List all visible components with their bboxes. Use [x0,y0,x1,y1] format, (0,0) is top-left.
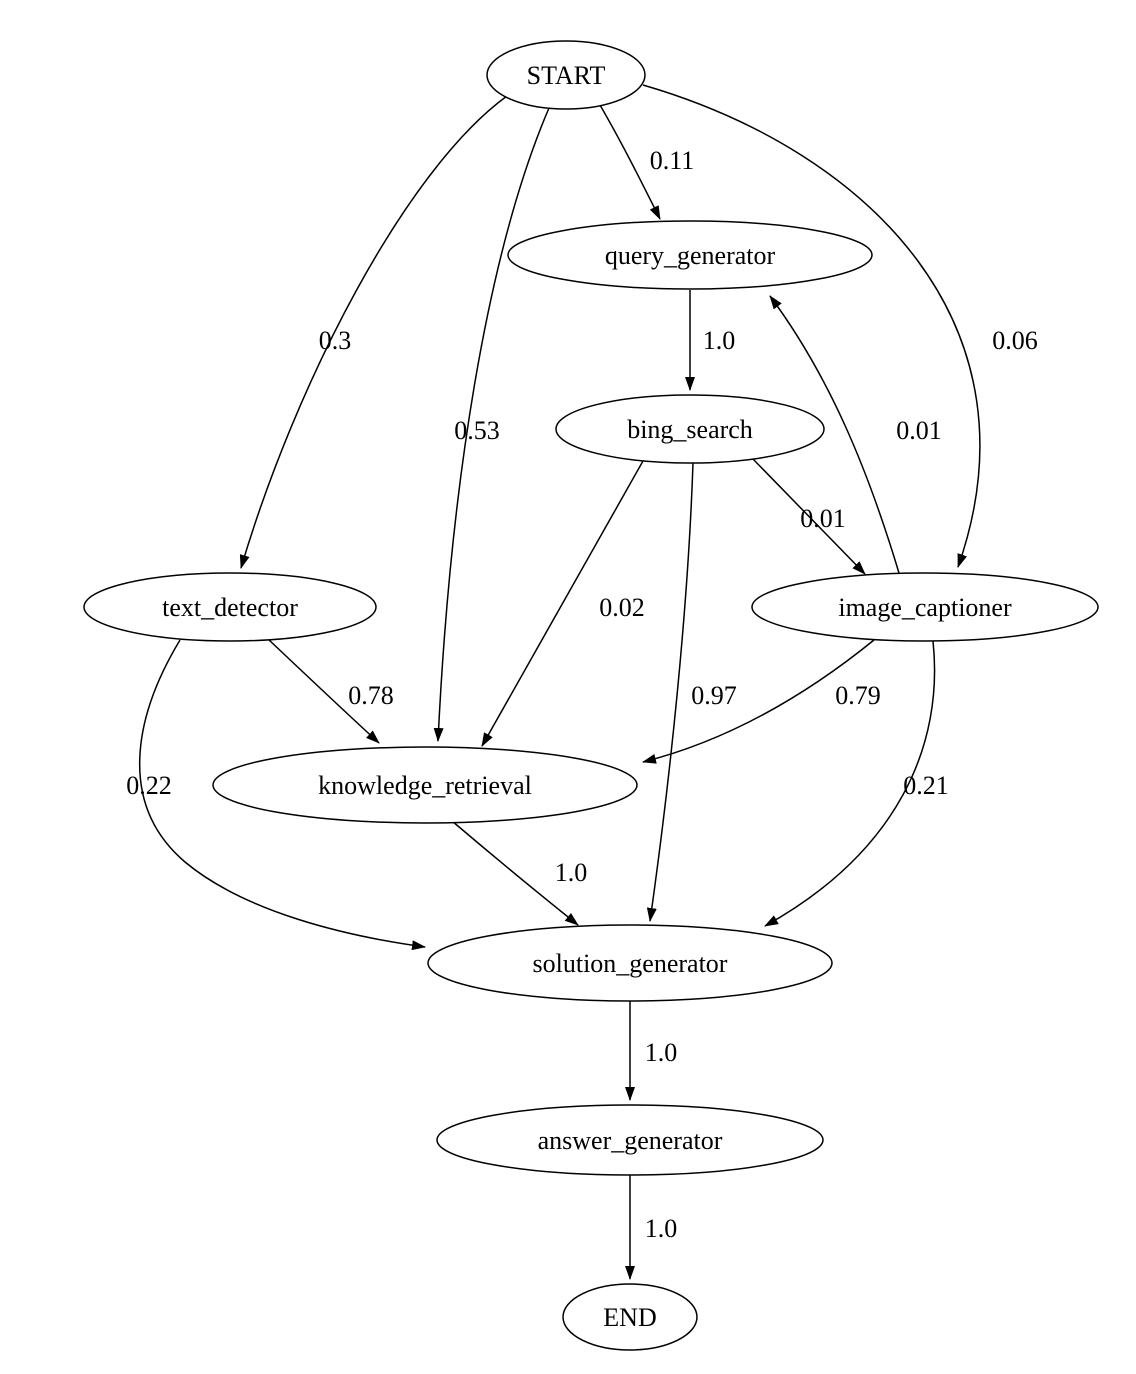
node-query_generator: query_generator [507,220,873,290]
edge-text_detector-to-solution_generator [138,639,426,951]
edge-label-bing_search-to-image_captioner: 0.01 [800,504,846,533]
node-START: START [486,40,646,110]
edge-label-START-to-query_generator: 0.11 [650,146,695,175]
node-shape-END [562,1283,698,1351]
edge-layer: 0.11 0.3 0.53 0.06 1.0 0.01 0.02 0.97 0.01 0.79 0.… [126,84,1038,1280]
node-image_captioner: image_captioner [751,572,1099,642]
edge-label-bing_search-to-knowledge_retrieval: 0.02 [599,593,645,622]
edge-label-text_detector-to-solution_generator: 0.22 [126,771,172,800]
edge-label-START-to-image_captioner: 0.06 [992,326,1038,355]
node-shape-solution_generator [427,924,833,1002]
node-shape-bing_search [555,394,825,464]
edge-START-to-knowledge_retrieval [433,107,550,742]
edge-label-knowledge_retrieval-to-solution_generator: 1.0 [555,858,588,887]
node-label-bing_search: bing_search [627,415,753,444]
node-label-END: END [603,1303,656,1332]
node-END: END [562,1283,698,1351]
node-answer_generator: answer_generator [436,1104,824,1176]
edge-knowledge_retrieval-to-solution_generator [451,820,579,926]
node-label-knowledge_retrieval: knowledge_retrieval [318,771,532,800]
node-label-query_generator: query_generator [605,241,776,270]
node-label-solution_generator: solution_generator [533,949,728,978]
node-shape-START [486,40,646,110]
node-label-START: START [527,61,606,90]
node-layer: START query_generator bing_search text_dete… [83,40,1099,1351]
node-knowledge_retrieval: knowledge_retrieval [212,746,638,824]
node-shape-knowledge_retrieval [212,746,638,824]
node-bing_search: bing_search [555,394,825,464]
edge-label-START-to-knowledge_retrieval: 0.53 [454,416,500,445]
node-label-image_captioner: image_captioner [838,593,1012,622]
edge-text_detector-to-knowledge_retrieval [267,638,380,744]
node-shape-query_generator [507,220,873,290]
node-shape-image_captioner [751,572,1099,642]
node-label-text_detector: text_detector [162,593,298,622]
node-shape-answer_generator [436,1104,824,1176]
edge-START-to-image_captioner [642,84,981,568]
edge-bing_search-to-solution_generator [646,462,694,922]
edge-label-START-to-text_detector: 0.3 [319,326,352,355]
edge-START-to-text_detector [239,95,508,569]
edge-label-bing_search-to-solution_generator: 0.97 [691,681,737,710]
edge-image_captioner-to-solution_generator [764,640,936,927]
node-shape-text_detector [83,572,377,642]
edge-label-text_detector-to-knowledge_retrieval: 0.78 [348,681,394,710]
edge-image_captioner-to-query_generator [769,295,900,574]
edge-label-solution_generator-to-answer_generator: 1.0 [645,1038,678,1067]
edge-image_captioner-to-knowledge_retrieval [642,639,875,764]
edge-bing_search-to-image_captioner [752,458,866,575]
node-label-answer_generator: answer_generator [538,1126,723,1155]
node-text_detector: text_detector [83,572,377,642]
edge-bing_search-to-knowledge_retrieval [481,460,644,747]
edge-START-to-query_generator [599,104,661,220]
edge-label-answer_generator-to-END: 1.0 [645,1214,678,1243]
node-solution_generator: solution_generator [427,924,833,1002]
edge-label-query_generator-to-bing_search: 1.0 [703,326,736,355]
edge-label-image_captioner-to-query_generator: 0.01 [896,416,942,445]
edge-label-image_captioner-to-knowledge_retrieval: 0.79 [835,681,881,710]
edge-label-image_captioner-to-solution_generator: 0.21 [903,771,949,800]
